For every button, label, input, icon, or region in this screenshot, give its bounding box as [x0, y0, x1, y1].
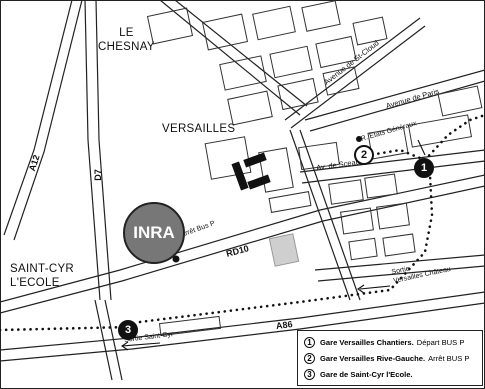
label-versailles: VERSAILLES [162, 123, 236, 135]
legend-station-name: Gare de Saint-Cyr l'Ecole. [320, 370, 413, 379]
station-marker-3: 3 [118, 320, 138, 340]
legend-number: 2 [304, 353, 315, 364]
dotted-routes [0, 113, 485, 332]
legend-note: Arrêt BUS P [428, 354, 470, 363]
inra-label: INRA [133, 223, 175, 242]
label-a86: A86 [275, 319, 294, 331]
route-a86-to-station [138, 163, 434, 324]
legend-item-2: 2 Gare Versailles Rive-Gauche. Arrêt BUS… [304, 353, 469, 364]
road-d7 [84, 0, 101, 301]
legend-station-name: Gare Versailles Rive-Gauche. [320, 354, 426, 363]
bus-stop-dot [172, 255, 180, 263]
exit-arrows [121, 139, 426, 351]
city-blocks [146, 0, 483, 337]
station-marker-1: 1 [414, 158, 434, 178]
small-dot [356, 136, 362, 142]
road-a12 [3, 0, 73, 236]
label-d7: D7 [92, 169, 103, 181]
legend-station-name: Gare Versailles Chantiers. [320, 338, 414, 347]
road-rd10 [0, 174, 485, 303]
legend-note: Départ BUS P [416, 338, 465, 347]
legend: 1 Gare Versailles Chantiers. Départ BUS … [297, 330, 483, 386]
chateau-building [231, 152, 271, 191]
legend-number: 3 [304, 369, 315, 380]
legend-item-1: 1 Gare Versailles Chantiers. Départ BUS … [304, 337, 464, 348]
road-a86 [0, 291, 485, 351]
legend-number: 1 [304, 337, 315, 348]
label-le-chesnay: LE CHESNAY [98, 27, 155, 53]
inra-location: INRA [123, 202, 185, 264]
station-marker-2: 2 [354, 145, 374, 165]
label-saint-cyr: SAINT-CYR L'ECOLE [10, 263, 75, 289]
legend-item-3: 3 Gare de Saint-Cyr l'Ecole. [304, 369, 416, 380]
pond [268, 233, 300, 267]
road-avenue-de-paris [304, 69, 485, 121]
